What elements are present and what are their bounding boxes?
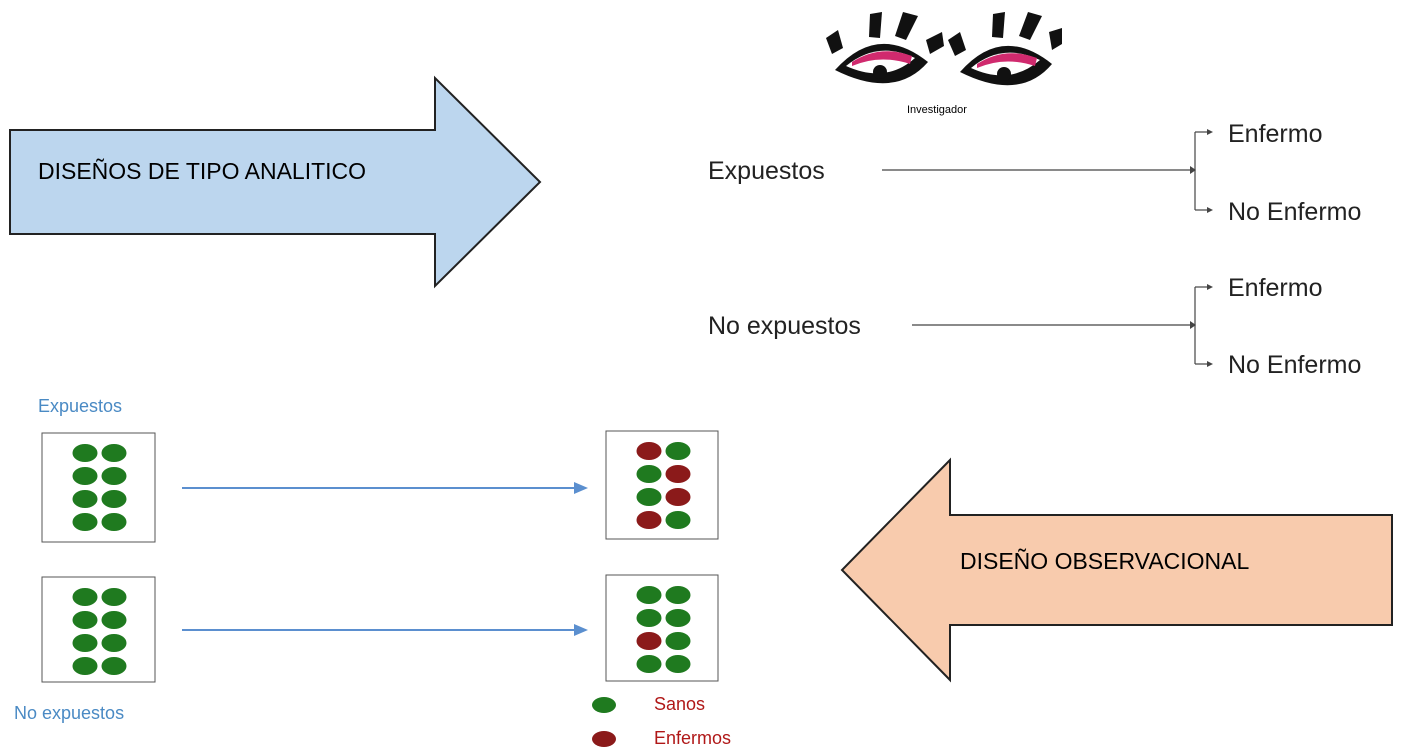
healthy-person-dot [101, 611, 127, 629]
healthy-person-dot [101, 634, 127, 652]
legend-sick-dot [592, 731, 616, 747]
healthy-person-dot [101, 588, 127, 606]
healthy-person-dot [72, 513, 98, 531]
healthy-person-dot [72, 611, 98, 629]
observational-design-arrow [840, 457, 1393, 683]
healthy-person-dot [72, 588, 98, 606]
legend-healthy-dot [592, 697, 616, 713]
healthy-person-dot [636, 655, 662, 673]
healthy-person-dot [665, 586, 691, 604]
healthy-person-dot [101, 467, 127, 485]
healthy-person-dot [636, 488, 662, 506]
healthy-person-dot [665, 632, 691, 650]
eyes-icon [826, 12, 1062, 86]
analytic-design-label: DISEÑOS DE TIPO ANALITICO [38, 158, 367, 184]
tree-exposed-outcome-sick: Enfermo [1228, 120, 1323, 148]
unexposed-start-box [41, 576, 156, 683]
tree-unexposed-outcome-sick: Enfermo [1228, 274, 1323, 302]
healthy-person-dot [665, 655, 691, 673]
sick-person-dot [636, 442, 662, 460]
healthy-person-dot [72, 490, 98, 508]
healthy-person-dot [665, 609, 691, 627]
healthy-person-dot [665, 442, 691, 460]
sick-person-dot [636, 511, 662, 529]
cohort-exposed-label: Expuestos [38, 396, 123, 416]
healthy-person-dot [636, 586, 662, 604]
tree-exposed-label: Expuestos [708, 157, 825, 185]
tree-unexposed-label: No expuestos [708, 312, 861, 340]
healthy-person-dot [636, 609, 662, 627]
sick-person-dot [665, 465, 691, 483]
sick-person-dot [636, 632, 662, 650]
exposed-end-box [605, 430, 719, 540]
tree-branch-exposed [882, 131, 1208, 211]
observational-design-label: DISEÑO OBSERVACIONAL [960, 548, 1250, 574]
legend-sick-label: Enfermos [654, 728, 732, 748]
healthy-person-dot [72, 467, 98, 485]
exposed-start-box [41, 432, 156, 543]
legend-healthy-label: Sanos [654, 694, 706, 714]
healthy-person-dot [101, 490, 127, 508]
healthy-person-dot [72, 634, 98, 652]
healthy-person-dot [636, 465, 662, 483]
investigator-label: Investigador [907, 104, 967, 116]
tree-exposed-outcome-healthy: No Enfermo [1228, 198, 1362, 226]
unexposed-end-box [605, 574, 719, 682]
healthy-person-dot [101, 657, 127, 675]
healthy-person-dot [72, 657, 98, 675]
healthy-person-dot [72, 444, 98, 462]
sick-person-dot [665, 488, 691, 506]
healthy-person-dot [665, 511, 691, 529]
tree-unexposed-outcome-healthy: No Enfermo [1228, 351, 1362, 379]
healthy-person-dot [101, 444, 127, 462]
cohort-unexposed-label: No expuestos [14, 703, 125, 723]
healthy-person-dot [101, 513, 127, 531]
follow-up-arrow-unexposed [182, 624, 588, 636]
analytic-design-arrow [9, 75, 542, 289]
tree-branch-unexposed [912, 286, 1208, 365]
follow-up-arrow-exposed [182, 482, 588, 494]
